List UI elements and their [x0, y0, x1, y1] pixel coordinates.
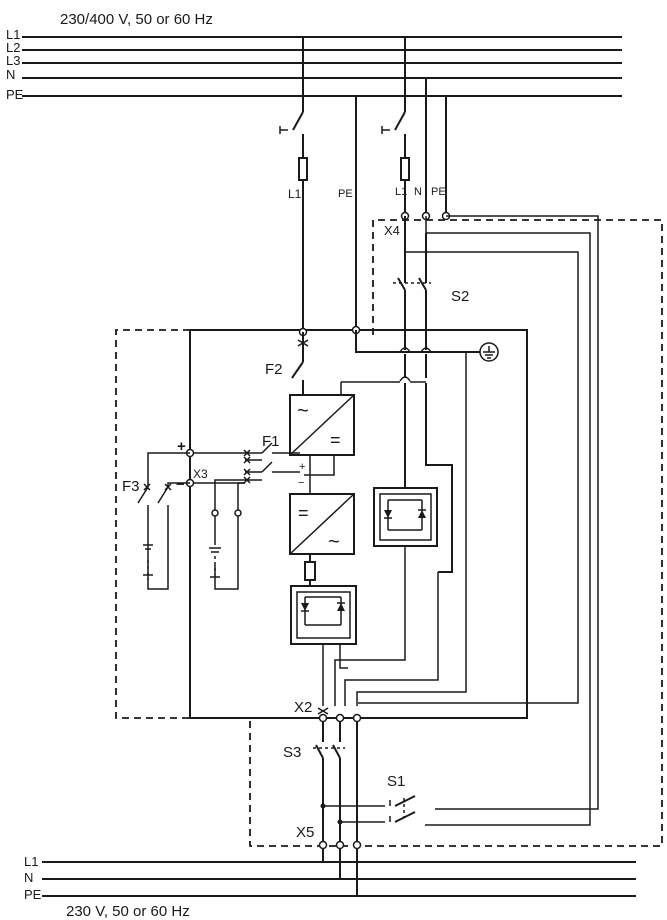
s3-switch: S3: [283, 722, 345, 845]
bottom-bus-label-l1: L1: [24, 854, 38, 869]
rectifier-dc-symbol: =: [330, 430, 341, 450]
left-tap-label-l1: L1: [288, 187, 302, 201]
static-switch-bypass: [373, 487, 438, 547]
top-bus-label-l2: L2: [6, 40, 20, 55]
left-tap-label-pe: PE: [338, 188, 353, 200]
f1-fuse: F1: [243, 433, 300, 484]
bypass-static-output: [334, 546, 406, 706]
x3-plus-label: +: [177, 438, 186, 455]
inverter-ac-symbol: ~: [328, 531, 340, 553]
ground-icon: [479, 342, 499, 362]
pe-drop-x2: [356, 352, 467, 706]
f2-switch: [291, 361, 304, 379]
x4-terminal: X4: [384, 211, 451, 238]
dc-link-plus: +: [299, 461, 305, 473]
top-bus-label-l1: L1: [6, 27, 20, 42]
crossover-n: [420, 347, 432, 353]
bottom-output-bus: L1 N PE 230 V, 50 or 60 Hz: [24, 854, 636, 920]
dc-link-minus: −: [298, 477, 304, 489]
bottom-bus-label-n: N: [24, 870, 33, 885]
top-supply-bus: 230/400 V, 50 or 60 Hz L1 L2 L3 N PE: [6, 11, 622, 102]
x2-label: X2: [294, 699, 312, 716]
crossover-l1: [399, 347, 411, 353]
x3-minus-label: −: [176, 476, 185, 493]
right-tap-label-l1: L1: [395, 186, 407, 198]
bypass-neutral-return: [344, 572, 439, 706]
left-tap-fuse: [298, 157, 308, 181]
rectifier-block: ~ =: [289, 394, 355, 456]
x5-terminal: X5: [296, 824, 362, 850]
x5-label: X5: [296, 824, 314, 841]
left-tap-isolator: [292, 111, 304, 131]
f1-label: F1: [262, 433, 280, 450]
bypass-wire-pe: [435, 215, 599, 810]
s1-label: S1: [387, 773, 405, 790]
top-bus-label-n: N: [6, 67, 15, 82]
rectifier-ac-symbol: ~: [297, 400, 309, 422]
bottom-bus-label-pe: PE: [24, 887, 42, 902]
s1-switch: S1: [323, 773, 416, 823]
right-tap-label-pe: PE: [431, 186, 446, 198]
right-tap: L1 N PE: [381, 37, 447, 216]
static-switch-inverter: [290, 585, 357, 645]
s3-label: S3: [283, 744, 301, 761]
right-tap-isolator: [394, 111, 406, 131]
bypass-wire-l1: [358, 251, 579, 704]
internal-battery: [209, 479, 245, 590]
top-bus-label-pe: PE: [6, 87, 24, 102]
battery-enclosure-dashed: [115, 329, 190, 719]
x4-label: X4: [384, 223, 400, 238]
f2-label: F2: [265, 361, 283, 378]
inverter-block: = ~: [289, 493, 355, 555]
s2-label: S2: [451, 288, 469, 305]
s2-switch: S2: [393, 216, 469, 305]
left-tap: L1 PE: [279, 37, 357, 332]
bottom-voltage-label: 230 V, 50 or 60 Hz: [66, 903, 190, 920]
top-bus-label-l3: L3: [6, 53, 20, 68]
inverter-dc-symbol: =: [298, 503, 309, 523]
right-tap-label-n: N: [414, 186, 422, 198]
inverter-output-fuse: [304, 561, 316, 581]
dc-link: [304, 455, 335, 495]
pe-bar: [355, 330, 488, 353]
bypass-wire-n: [425, 232, 591, 826]
right-tap-fuse: [400, 157, 410, 181]
f3-label: F3: [122, 478, 140, 495]
x2-terminal: X2: [294, 699, 362, 723]
f3-breaker: F3: [122, 452, 190, 590]
top-voltage-label: 230/400 V, 50 or 60 Hz: [60, 11, 213, 28]
x3-terminal: + − X3: [176, 438, 245, 493]
x3-label: X3: [193, 467, 208, 481]
